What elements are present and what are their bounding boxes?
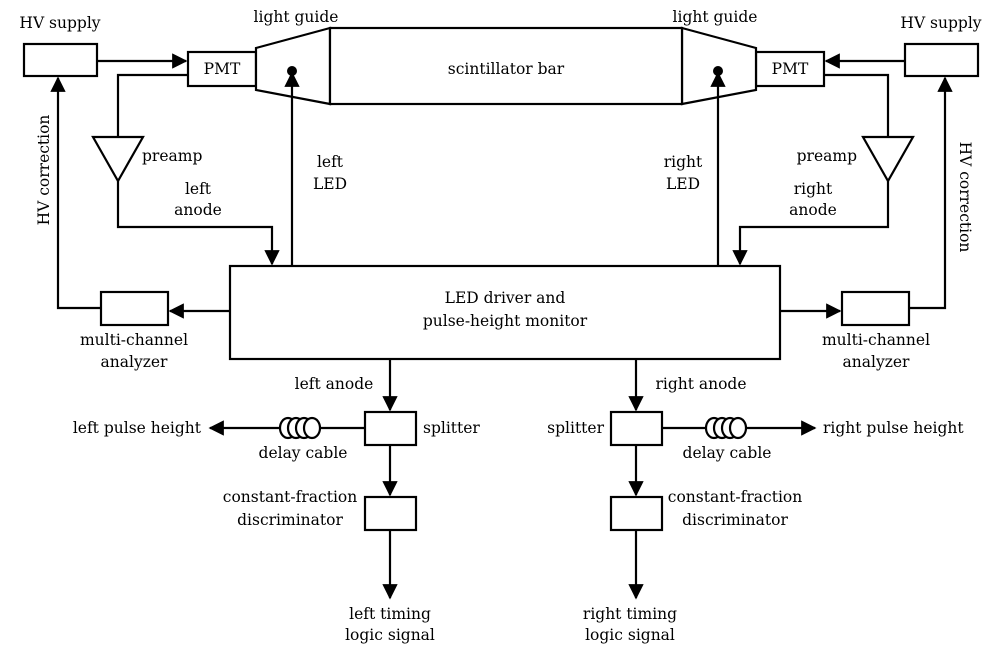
left-led-label-1: left	[317, 153, 344, 171]
hv-supply-left-box	[22, 42, 99, 78]
preamp-right-triangle	[861, 135, 915, 184]
right-anode-top-label-1: right	[794, 180, 833, 198]
right-anode-top-label-2: anode	[789, 201, 837, 219]
mca-right-box	[840, 290, 911, 327]
led-driver-label-1: LED driver and	[445, 289, 566, 307]
splitter-left-box	[363, 410, 418, 447]
delay-cable-right-coil	[704, 416, 748, 440]
pmt-right-wire	[824, 73, 890, 137]
right-timing-label-2: logic signal	[585, 626, 675, 644]
led-driver-box	[228, 264, 782, 361]
delay-cable-left-coil	[278, 416, 322, 440]
scintillator-bar-label: scintillator bar	[448, 60, 565, 78]
hv-correction-left-label: HV correction	[35, 115, 53, 226]
pmt-left-box	[186, 50, 258, 88]
hv-supply-right-box	[903, 42, 980, 78]
preamp-right-label: preamp	[797, 147, 857, 165]
right-led-label-1: right	[664, 153, 703, 171]
hv-correction-right-label: HV correction	[956, 142, 974, 253]
led-driver-label-2: pulse-height monitor	[423, 312, 588, 330]
cfd-right-box	[609, 495, 664, 532]
left-anode-bottom-label: left anode	[295, 375, 374, 393]
right-pulse-height-label: right pulse height	[823, 419, 964, 437]
hv-supply-right-label: HV supply	[900, 14, 981, 32]
preamp-left-label: preamp	[142, 147, 202, 165]
scintillator-bar-box	[328, 26, 684, 106]
splitter-right-label: splitter	[547, 419, 604, 437]
left-anode-top-label-1: left	[185, 180, 212, 198]
mca-left-label-2: analyzer	[101, 353, 169, 371]
hv-correction-left-arrow	[50, 76, 101, 310]
pmt-left-wire	[116, 73, 188, 137]
cfd-left-label-2: discriminator	[237, 511, 343, 529]
left-led-label-2: LED	[313, 175, 347, 193]
hv-supply-left-label: HV supply	[19, 14, 100, 32]
preamp-left-triangle	[91, 135, 145, 184]
cfd-left-box	[363, 495, 418, 532]
left-anode-wire	[116, 181, 280, 266]
cfd-right-label-2: discriminator	[682, 511, 788, 529]
mca-left-box	[99, 290, 170, 327]
delay-cable-right-label: delay cable	[683, 444, 772, 462]
mca-right-label-2: analyzer	[843, 353, 911, 371]
pmt-left-label: PMT	[204, 60, 241, 78]
mca-left-label-1: multi-channel	[80, 331, 188, 349]
left-anode-top-label-2: anode	[174, 201, 222, 219]
right-anode-wire	[732, 181, 890, 266]
cfd-right-label-1: constant-fraction	[668, 488, 802, 506]
left-pulse-height-label: left pulse height	[73, 419, 202, 437]
left-timing-label-2: logic signal	[345, 626, 435, 644]
right-led-label-2: LED	[666, 175, 700, 193]
mca-right-label-1: multi-channel	[822, 331, 930, 349]
pmt-right-label: PMT	[772, 60, 809, 78]
splitter-left-label: splitter	[423, 419, 480, 437]
hv-correction-right-arrow	[909, 76, 953, 310]
right-anode-bottom-label: right anode	[655, 375, 746, 393]
right-timing-label-1: right timing	[583, 605, 677, 623]
light-guide-right-label: light guide	[673, 8, 758, 26]
splitter-right-box	[609, 410, 664, 447]
delay-cable-left-label: delay cable	[259, 444, 348, 462]
left-timing-label-1: left timing	[349, 605, 431, 623]
cfd-left-label-1: constant-fraction	[223, 488, 357, 506]
pmt-right-box	[754, 50, 826, 88]
light-guide-left-label: light guide	[254, 8, 339, 26]
